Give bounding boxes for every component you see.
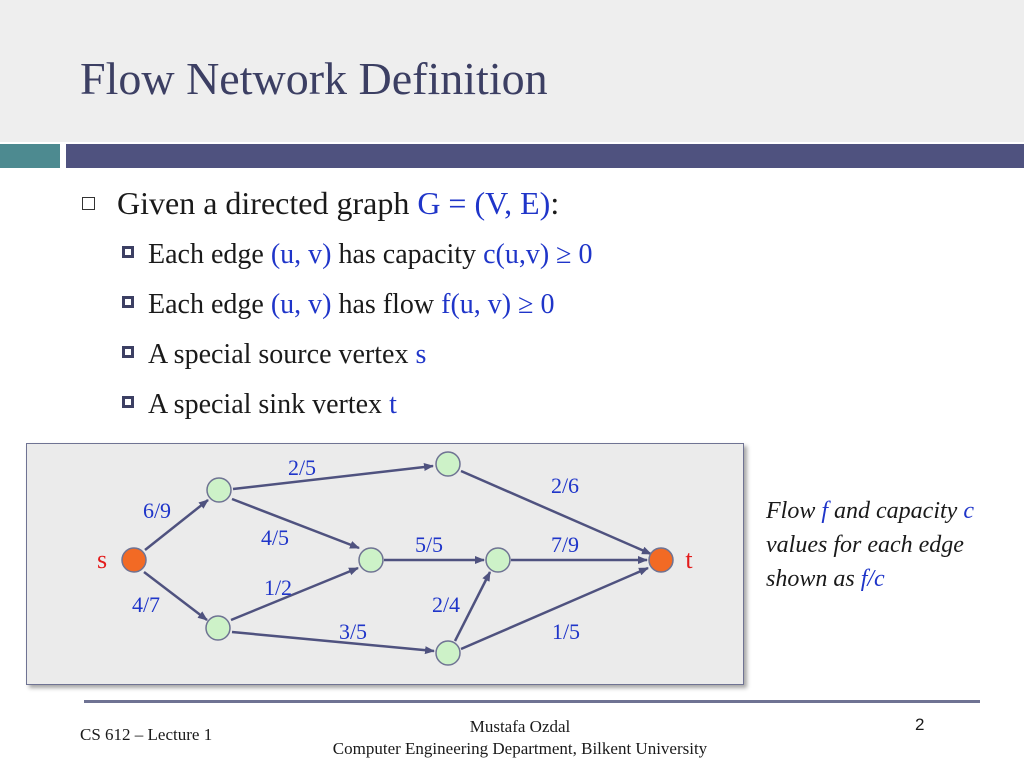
flow-capacity-note: Flow f and capacity c values for each ed…: [766, 494, 1016, 596]
node-c: [435, 451, 461, 477]
bullet-sub-highlight-2: f(u, v) ≥ 0: [441, 289, 555, 320]
square-bullet-icon: [122, 346, 134, 358]
hollow-square-bullet-icon: [82, 197, 95, 210]
bullet-sub-text: Each edge: [148, 289, 271, 320]
title-band: [0, 0, 1024, 142]
footer-page-number: 2: [915, 715, 925, 734]
edge-label-e-t: 7/9: [551, 532, 579, 557]
bullet-main-text: Given a directed graph: [117, 185, 418, 221]
edge-b-d: [230, 566, 359, 622]
edge-label-f-e: 2/4: [432, 592, 460, 617]
sink-label: t: [685, 545, 693, 574]
sink-node: [648, 547, 674, 573]
square-bullet-icon: [122, 396, 134, 408]
node-d: [358, 547, 384, 573]
square-bullet-icon: [122, 246, 134, 258]
bullet-main-highlight: G = (V, E): [417, 185, 551, 221]
edge-a-c: [232, 463, 434, 491]
footer-department: Computer Engineering Department, Bilkent…: [332, 739, 708, 758]
node-a: [206, 477, 232, 503]
slide-title: Flow Network Definition: [80, 53, 548, 104]
bullet-sub-sink: A special sink vertex t: [122, 388, 397, 422]
edge-label-f-t: 1/5: [552, 619, 580, 644]
square-bullet-icon: [122, 296, 134, 308]
footer-credits: Mustafa Ozdal Computer Engineering Depar…: [290, 716, 750, 760]
bullet-sub-mid: has flow: [331, 289, 442, 320]
edge-s-b: [143, 571, 208, 621]
edge-f-e: [453, 571, 492, 642]
source-label: s: [97, 545, 107, 574]
footer-course: CS 612 – Lecture 1: [80, 725, 213, 744]
bullet-sub-highlight-2: c(u,v) ≥ 0: [483, 239, 593, 270]
bullet-sub-flow: Each edge (u, v) has flow f(u, v) ≥ 0: [122, 288, 554, 322]
bullet-sub-text: A special sink vertex: [148, 389, 390, 420]
bullet-sub-mid: has capacity: [331, 239, 484, 270]
source-node: [121, 547, 147, 573]
note-highlight-c: c: [963, 498, 974, 524]
edge-label-c-t: 2/6: [551, 473, 579, 498]
note-highlight-f: f: [821, 498, 829, 524]
note-line-2: values for each edge: [766, 532, 964, 558]
edge-f-t: [460, 566, 649, 651]
bullet-sub-highlight: (u, v): [270, 289, 332, 320]
header-accent-bar-teal: [0, 144, 60, 168]
edge-label-b-f: 3/5: [339, 619, 367, 644]
node-b: [205, 615, 231, 641]
bullet-sub-highlight: t: [389, 389, 397, 420]
edge-label-b-d: 1/2: [264, 575, 292, 600]
edge-label-a-d: 4/5: [261, 525, 289, 550]
edge-label-d-e: 5/5: [415, 532, 443, 557]
note-text: and capacity: [828, 498, 964, 524]
bullet-sub-text: Each edge: [148, 239, 271, 270]
edge-s-a: [144, 499, 209, 551]
bullet-sub-text: A special source vertex: [148, 339, 416, 370]
edge-label-a-c: 2/5: [288, 455, 316, 480]
node-e: [485, 547, 511, 573]
edge-c-t: [460, 469, 652, 556]
edge-b-f: [231, 630, 435, 655]
footer-author: Mustafa Ozdal: [469, 717, 571, 736]
note-line-1: Flow f and capacity c: [766, 494, 1016, 528]
bullet-sub-highlight: (u, v): [270, 239, 332, 270]
note-highlight-fc: f/c: [860, 566, 885, 592]
header-accent-bar-navy: [66, 144, 1024, 168]
node-f: [435, 640, 461, 666]
bullet-sub-capacity: Each edge (u, v) has capacity c(u,v) ≥ 0: [122, 238, 593, 272]
bullet-sub-source: A special source vertex s: [122, 338, 426, 372]
edge-a-d: [231, 497, 360, 550]
bullet-sub-highlight: s: [415, 339, 427, 370]
flow-network-svg: 2/5 2/6 6/9 4/5 5/5 7/9 1/2 4/7 2/4 3/5 …: [97, 451, 693, 666]
edge-label-s-b: 4/7: [132, 592, 160, 617]
note-text: Flow: [766, 498, 822, 524]
note-line-3: shown as f/c: [766, 562, 1016, 596]
bullet-main-suffix: :: [550, 185, 560, 221]
footer-divider: [84, 700, 980, 703]
note-text: shown as: [766, 566, 861, 592]
edge-label-s-a: 6/9: [143, 498, 171, 523]
bullet-main: Given a directed graph G = (V, E):: [82, 183, 559, 223]
flow-network-diagram: 2/5 2/6 6/9 4/5 5/5 7/9 1/2 4/7 2/4 3/5 …: [26, 443, 744, 685]
